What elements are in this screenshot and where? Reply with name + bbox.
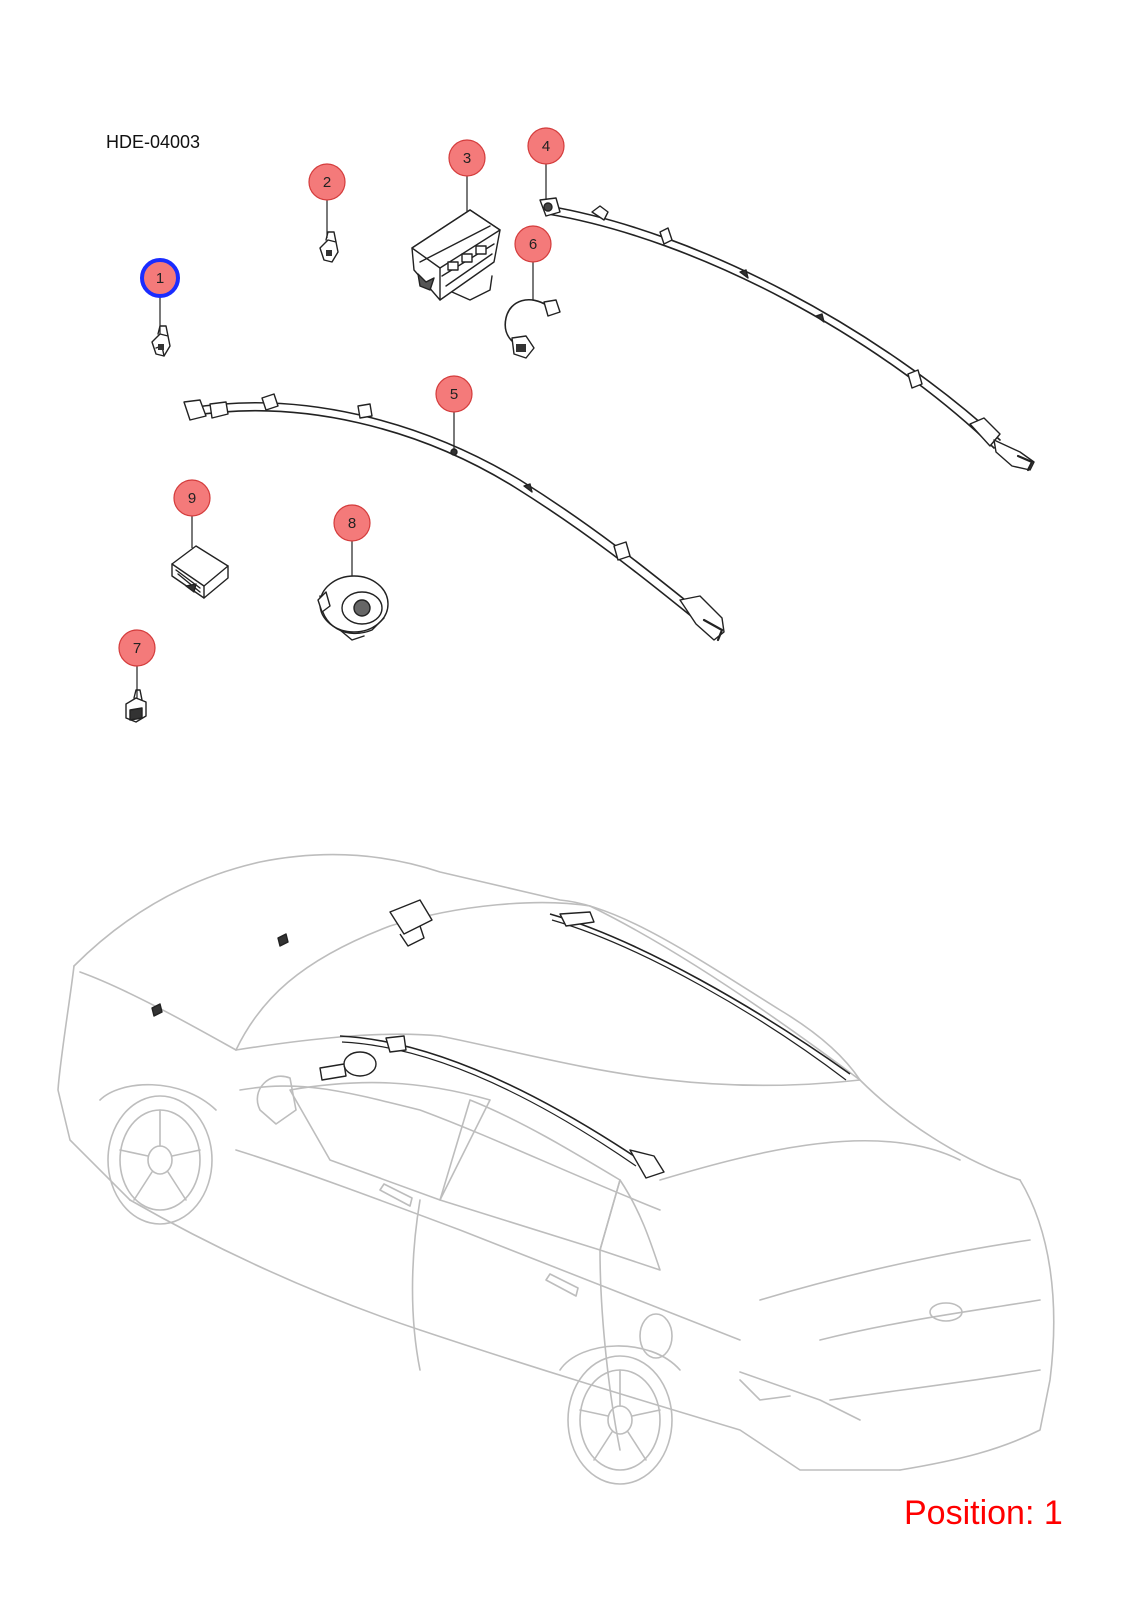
callout-9[interactable]: 9 — [173, 479, 211, 548]
position-label: Position: 1 — [904, 1494, 1063, 1532]
car-illustration — [57, 853, 1055, 1485]
part-9-control-unit[interactable] — [171, 545, 229, 599]
part-8-clock-spring[interactable] — [317, 575, 389, 641]
part-5-curtain-airbag[interactable] — [183, 393, 725, 642]
callout-7[interactable]: 7 — [118, 629, 156, 698]
part-4-curtain-airbag[interactable] — [539, 197, 1035, 472]
diagram-code: HDE-04003 — [106, 132, 201, 152]
callout-4[interactable]: 4 — [527, 127, 565, 200]
callout-label-6: 6 — [529, 236, 537, 253]
callout-label-7: 7 — [133, 640, 141, 657]
callout-label-1: 1 — [156, 270, 164, 287]
part-1-sensor[interactable] — [151, 325, 171, 357]
callout-label-5: 5 — [450, 386, 458, 403]
callout-6[interactable]: 6 — [514, 225, 552, 300]
callout-label-8: 8 — [348, 515, 356, 532]
callout-1[interactable]: 1 — [140, 258, 180, 334]
callout-3[interactable]: 3 — [448, 139, 486, 212]
part-7-sensor[interactable] — [125, 689, 147, 723]
part-2-sensor[interactable] — [319, 231, 339, 263]
exploded-parts — [125, 197, 1035, 723]
callout-label-9: 9 — [188, 490, 196, 507]
callout-8[interactable]: 8 — [333, 504, 371, 576]
part-6-cable[interactable] — [504, 298, 561, 359]
installed-parts — [151, 899, 851, 1179]
callout-label-3: 3 — [463, 150, 471, 167]
callout-5[interactable]: 5 — [435, 375, 473, 450]
callout-2[interactable]: 2 — [308, 163, 346, 238]
part-3-airbag-module[interactable] — [411, 209, 501, 301]
callouts: 1 2 3 4 5 6 7 — [118, 127, 565, 698]
callout-label-2: 2 — [323, 174, 331, 191]
callout-label-4: 4 — [542, 138, 550, 155]
